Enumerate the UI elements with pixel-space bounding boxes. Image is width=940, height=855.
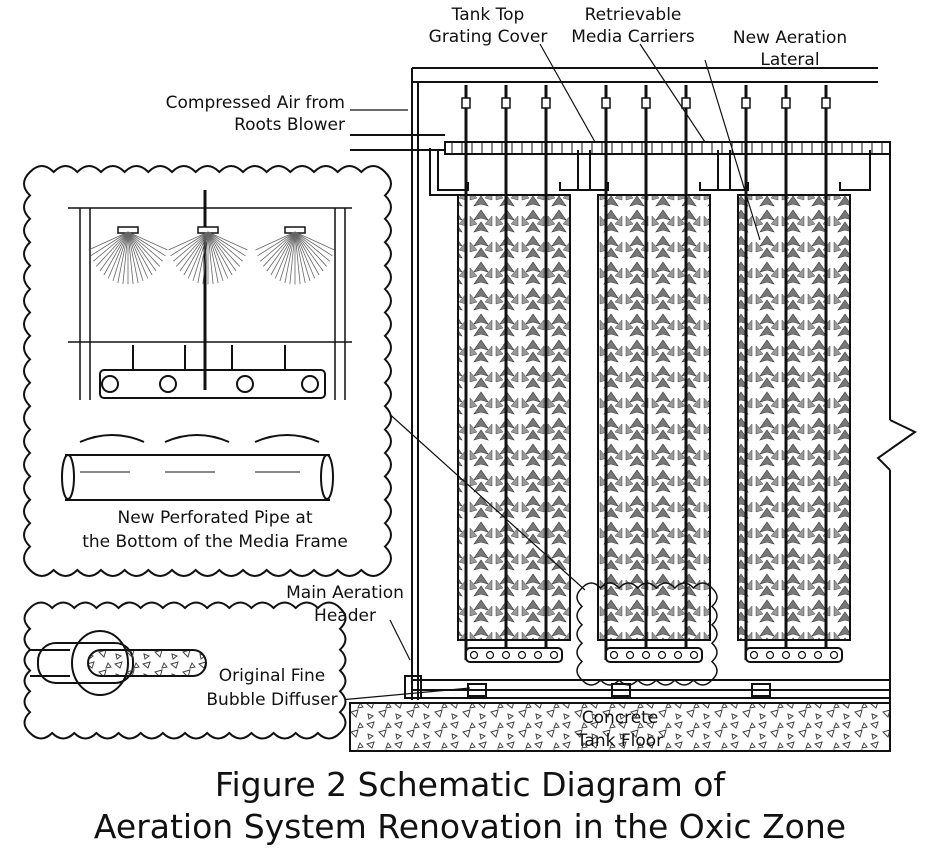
fan-2 <box>168 226 248 285</box>
aeration-lateral-label-line1: New Aeration <box>733 28 847 48</box>
perforated-pipe-label-line1: New Perforated Pipe at <box>117 508 312 528</box>
tank-top-label-line2: Grating Cover <box>429 27 548 47</box>
detail-callout-perforated-pipe: New Perforated Pipe at the Bottom of the… <box>23 165 392 577</box>
tank-top-label-line1: Tank Top <box>451 5 525 25</box>
main-header-label-line1: Main Aeration <box>286 583 404 603</box>
leader-lines <box>339 43 761 701</box>
compressed-air-label-line2: Roots Blower <box>234 115 345 135</box>
fan-1 <box>88 226 168 285</box>
labels: Tank Top Grating Cover Retrievable Media… <box>166 5 848 751</box>
media-frame-1 <box>437 85 591 663</box>
tank-outline <box>429 148 917 752</box>
compressed-air-label-line1: Compressed Air from <box>166 93 345 113</box>
aeration-lateral-label-line2: Lateral <box>760 50 819 70</box>
top-rail <box>411 67 878 700</box>
diffuser-label-line2: Bubble Diffuser <box>206 690 337 710</box>
figure-caption-line1: Figure 2 Schematic Diagram of <box>215 765 727 804</box>
fan-3 <box>255 226 335 285</box>
pipe-assembly <box>99 345 326 399</box>
media-carriers-label-line1: Retrievable <box>585 5 682 25</box>
media-frames <box>437 85 871 663</box>
media-frame-detail <box>68 190 352 400</box>
perforated-pipe-detail <box>61 434 334 501</box>
media-carriers-label-line2: Media Carriers <box>571 27 695 47</box>
concrete-floor-label-line2: Tank Floor <box>576 731 663 751</box>
concrete-tank-floor <box>349 702 891 752</box>
figure-caption-line2: Aeration System Renovation in the Oxic Z… <box>94 807 846 846</box>
media-frame-3 <box>717 85 871 663</box>
detail-callout-diffuser <box>23 601 347 740</box>
bottom-piping <box>404 675 890 699</box>
media-bottom-callout-cloud <box>576 582 718 686</box>
main-header-label-line2: Header <box>314 606 376 626</box>
diffuser-label-line1: Original Fine <box>219 666 325 686</box>
media-fans <box>88 226 335 285</box>
media-frame-2 <box>577 85 731 663</box>
perforated-pipe-label-line2: the Bottom of the Media Frame <box>82 532 348 552</box>
fine-bubble-diffuser-detail <box>30 630 207 696</box>
concrete-floor-label-line1: Concrete <box>582 708 659 728</box>
